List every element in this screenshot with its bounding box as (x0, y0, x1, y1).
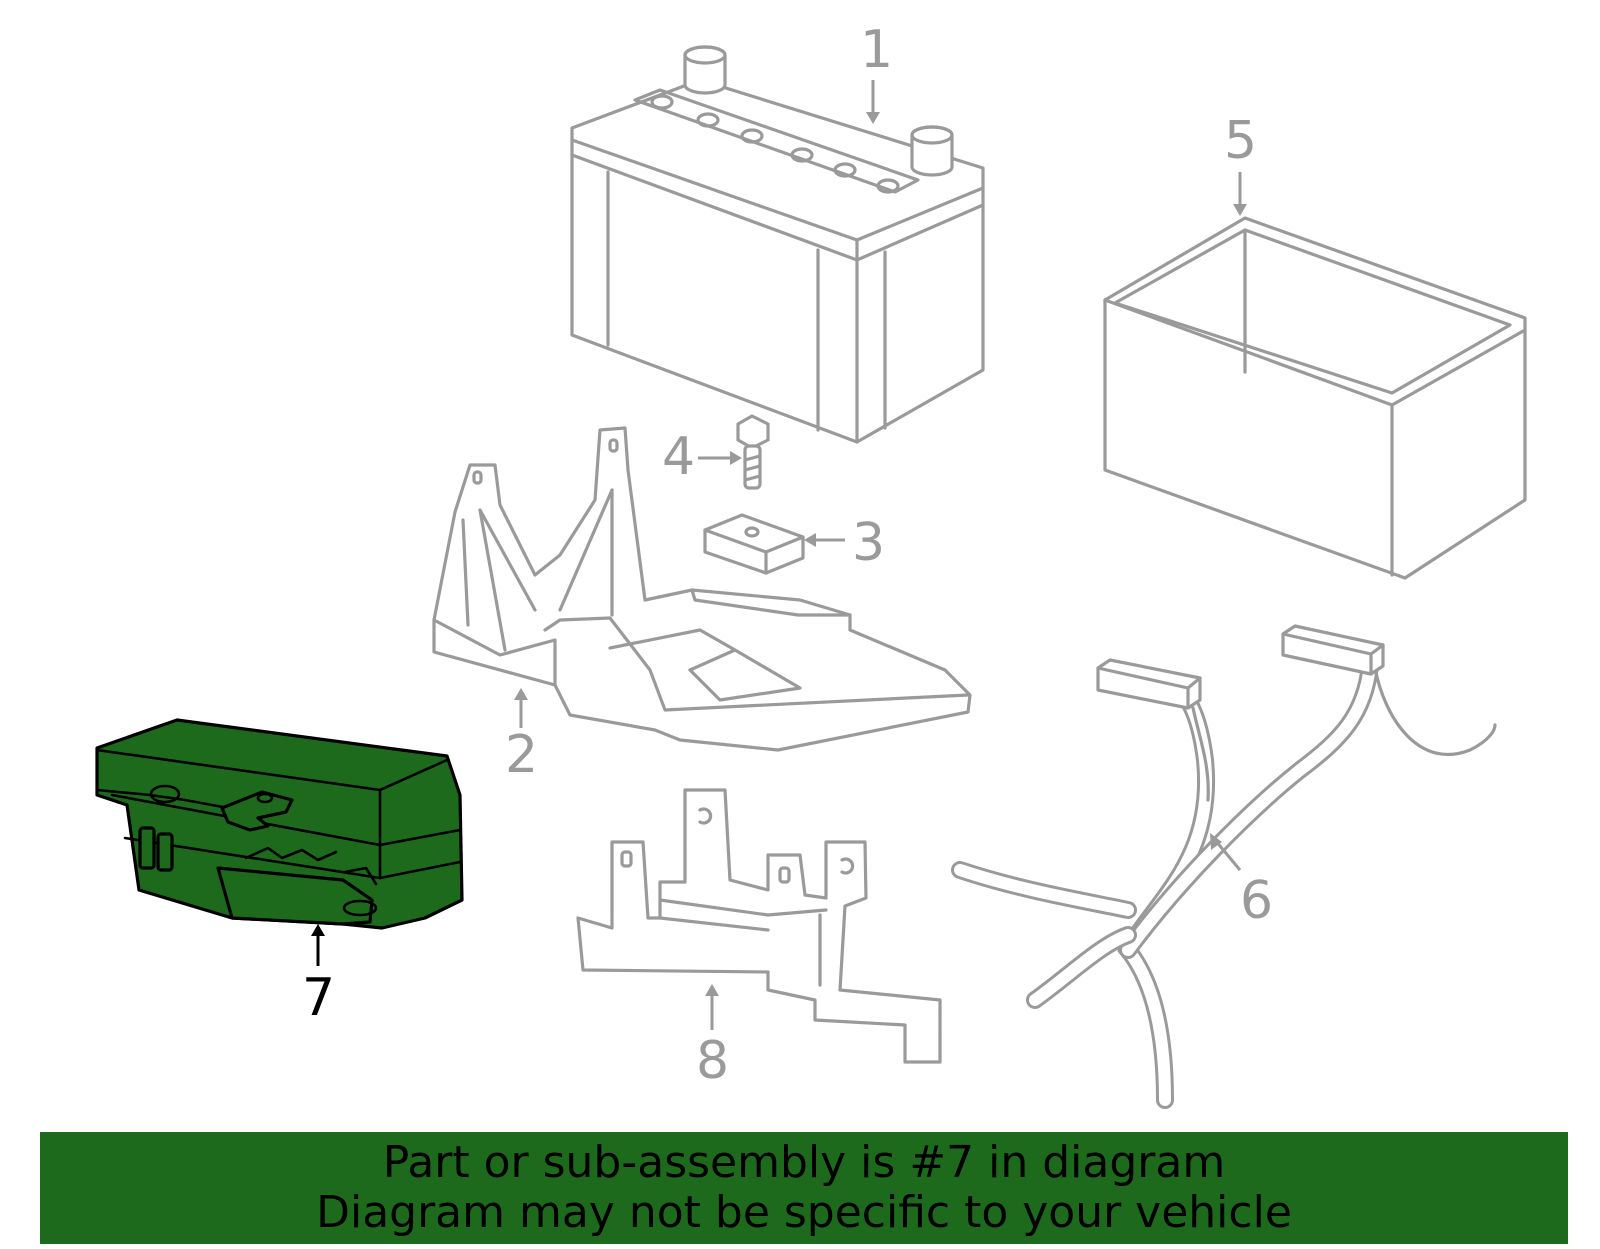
part-3-block (703, 513, 805, 575)
part-8-bracket (576, 788, 942, 1064)
part-1-battery (570, 45, 985, 444)
callout-5: 5 (1224, 111, 1257, 171)
part-5-insulator (1103, 216, 1527, 580)
part-6-harness (951, 624, 1497, 1109)
banner-line-1: Part or sub-assembly is #7 in diagram (382, 1137, 1226, 1188)
part-7-fuse-box (95, 718, 464, 930)
callout-7: 7 (302, 968, 335, 1028)
part-2-tray (432, 426, 972, 752)
callout-4: 4 (662, 427, 695, 487)
callout-8: 8 (696, 1031, 729, 1091)
part-4-bolt (736, 414, 770, 490)
callout-6: 6 (1240, 871, 1273, 931)
callout-1: 1 (860, 20, 893, 80)
leader-lines (311, 80, 1247, 1030)
info-banner: Part or sub-assembly is #7 in diagram Di… (40, 1132, 1568, 1244)
callout-3: 3 (852, 513, 885, 573)
callout-2: 2 (505, 725, 538, 785)
banner-line-2: Diagram may not be specific to your vehi… (316, 1187, 1292, 1238)
